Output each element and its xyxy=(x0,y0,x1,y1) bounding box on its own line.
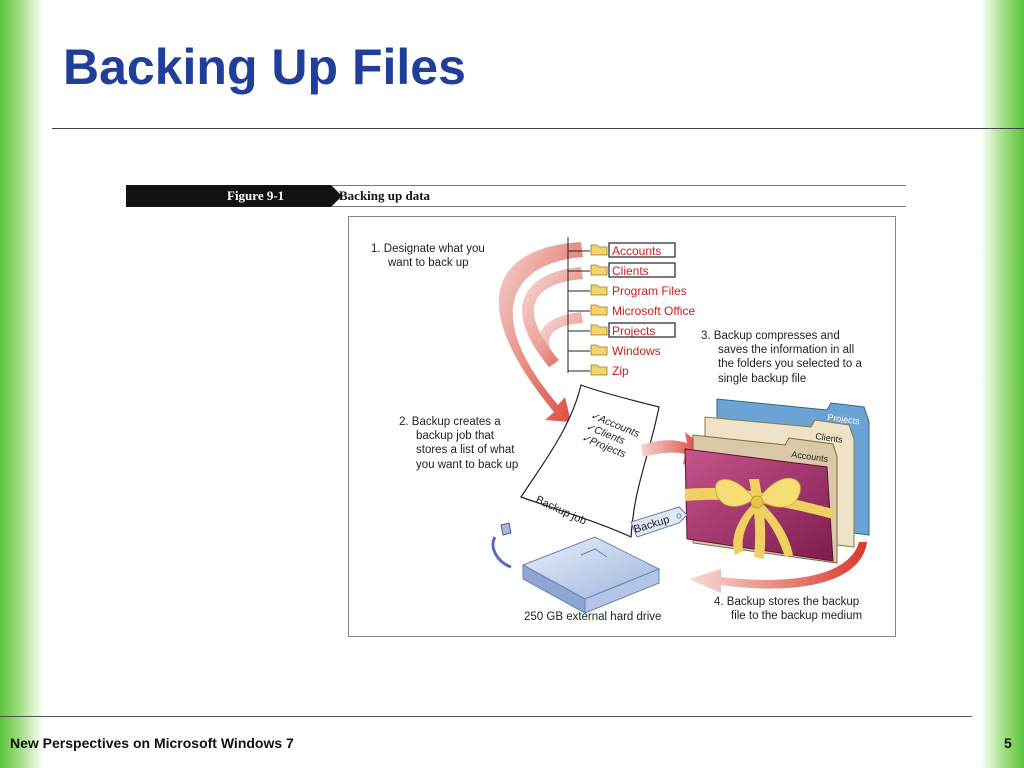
left-green-edge xyxy=(0,0,44,768)
footer-title: New Perspectives on Microsoft Windows 7 xyxy=(10,735,294,751)
folder-label: Program Files xyxy=(612,284,687,298)
right-green-edge xyxy=(980,0,1024,768)
folder-item: Clients xyxy=(568,262,676,278)
figure-number: Figure 9-1 xyxy=(227,188,285,203)
drive-label: 250 GB external hard drive xyxy=(524,611,661,623)
folder-label: Microsoft Office xyxy=(612,304,695,318)
svg-text:file to the backup medium: file to the backup medium xyxy=(731,610,862,622)
svg-text:backup job that: backup job that xyxy=(416,430,495,442)
figure-header: Figure 9-1 Backing up data xyxy=(126,185,906,207)
folder-item: Accounts xyxy=(568,242,676,258)
folder-label: Clients xyxy=(612,264,649,278)
svg-text:stores a list of what: stores a list of what xyxy=(416,444,515,456)
step-2-text: 2. Backup creates a backup job that stor… xyxy=(399,416,518,471)
folder-icon xyxy=(590,264,608,276)
folder-label: Zip xyxy=(612,364,629,378)
selected-folder-box xyxy=(608,322,676,338)
folder-item: Windows xyxy=(568,344,661,358)
folder-icon xyxy=(590,344,608,356)
title-divider xyxy=(52,128,1024,129)
folder-icon xyxy=(590,284,608,296)
folder-label: Accounts xyxy=(612,244,661,258)
slide-title: Backing Up Files xyxy=(63,39,466,95)
page-number: 5 xyxy=(1004,735,1012,751)
folder-icon xyxy=(590,304,608,316)
svg-text:4. Backup stores the backup: 4. Backup stores the backup xyxy=(714,596,859,608)
folder-stack: Projects Clients Accounts xyxy=(684,398,870,564)
figure-illustration: 1. Designate what you want to back up Ac… xyxy=(348,216,896,637)
folder-item: Microsoft Office xyxy=(568,304,695,318)
backup-tag: Backup xyxy=(630,506,688,538)
svg-text:single backup file: single backup file xyxy=(718,373,806,385)
footer-divider xyxy=(0,716,972,717)
svg-text:saves the information in all: saves the information in all xyxy=(718,344,854,356)
folder-item: Zip xyxy=(568,364,629,378)
backup-diagram: 1. Designate what you want to back up Ac… xyxy=(371,237,870,623)
svg-text:the folders you selected to a: the folders you selected to a xyxy=(718,358,862,370)
selected-folder-box xyxy=(608,262,676,278)
step-1-text: 1. Designate what you want to back up xyxy=(371,243,485,269)
svg-text:3. Backup compresses and: 3. Backup compresses and xyxy=(701,330,840,342)
folder-icon xyxy=(590,364,608,376)
figure-number-tab xyxy=(126,185,342,207)
store-arrow xyxy=(689,542,867,593)
figure-caption: Backing up data xyxy=(339,188,431,203)
svg-text:2. Backup creates a: 2. Backup creates a xyxy=(399,416,501,428)
backup-job-paper: ✓Accounts ✓Clients ✓Projects Backup job xyxy=(520,384,660,538)
step-3-text: 3. Backup compresses and saves the infor… xyxy=(701,330,862,385)
figure-header-rule-top xyxy=(331,185,906,186)
folder-item: Program Files xyxy=(568,284,687,298)
select-arrows xyxy=(498,242,583,422)
folder-label: Windows xyxy=(612,344,661,358)
svg-text:you want to back up: you want to back up xyxy=(416,459,518,471)
folder-label: Projects xyxy=(612,324,655,338)
folder-item: Projects xyxy=(568,322,676,338)
step-4-text: 4. Backup stores the backup file to the … xyxy=(714,596,862,622)
external-hard-drive xyxy=(491,522,661,614)
svg-text:want to back up: want to back up xyxy=(387,257,469,269)
svg-text:1. Designate what you: 1. Designate what you xyxy=(371,243,485,255)
folder-icon xyxy=(590,324,608,336)
svg-text:Clients: Clients xyxy=(815,431,844,445)
selected-folder-box xyxy=(608,242,676,258)
figure-header-rule-bottom xyxy=(331,206,906,207)
folder-icon xyxy=(590,244,608,256)
